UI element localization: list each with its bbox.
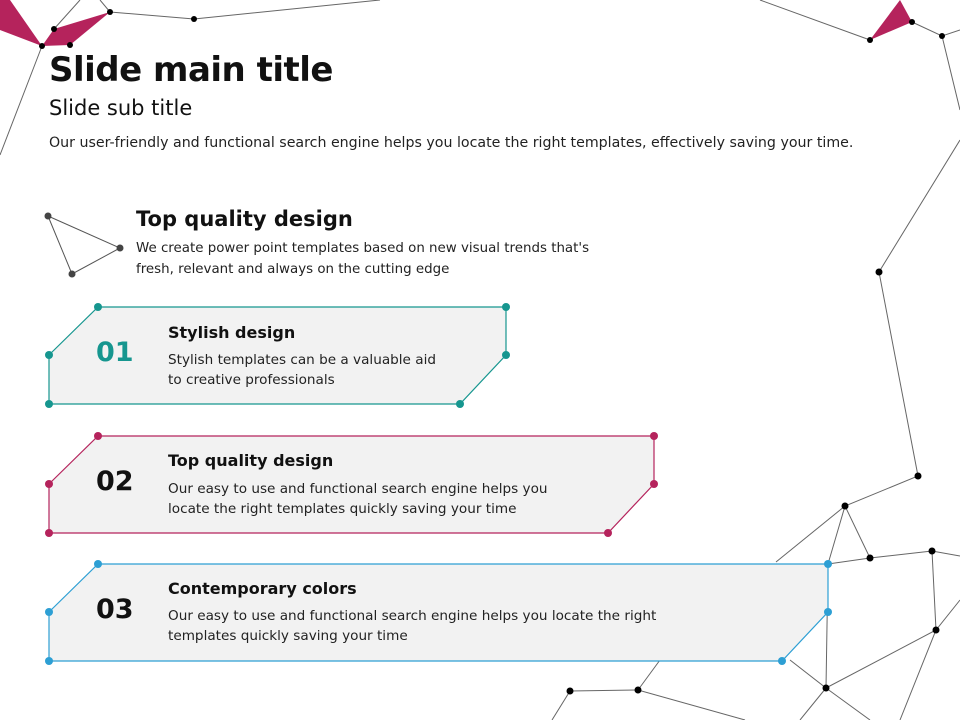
slide-description: Our user-friendly and functional search …: [49, 135, 854, 151]
card-node-dot: [502, 303, 510, 311]
slide-subtitle: Slide sub title: [49, 96, 193, 120]
card-2-title: Top quality design: [168, 451, 334, 470]
card-node-dot: [778, 657, 786, 665]
card-3-text: Our easy to use and functional search en…: [168, 608, 657, 644]
triangle-icon: [44, 212, 124, 278]
card-3-title: Contemporary colors: [168, 579, 357, 598]
card-node-dot: [824, 560, 832, 568]
card-node-dot: [45, 608, 53, 616]
card-1-title: Stylish design: [168, 323, 296, 342]
card-node-dot: [650, 432, 658, 440]
card-node-dot: [604, 529, 612, 537]
card-node-dot: [45, 657, 53, 665]
card-node-dot: [456, 400, 464, 408]
card-node-dot: [45, 480, 53, 488]
card-3-number: 03: [96, 594, 134, 625]
card-node-dot: [45, 400, 53, 408]
highlight-text: We create power point templates based on…: [136, 241, 590, 277]
card-node-dot: [94, 303, 102, 311]
card-node-dot: [650, 480, 658, 488]
card-1-number: 01: [96, 337, 134, 368]
card-node-dot: [824, 608, 832, 616]
card-2-number: 02: [96, 466, 134, 497]
card-node-dot: [94, 560, 102, 568]
highlight-title: Top quality design: [136, 207, 353, 231]
card-node-dot: [45, 351, 53, 359]
card-2-text: Our easy to use and functional search en…: [168, 481, 548, 517]
card-1-text: Stylish templates can be a valuable aid …: [168, 352, 436, 388]
card-node-dot: [45, 529, 53, 537]
card-node-dot: [502, 351, 510, 359]
slide-title: Slide main title: [49, 50, 333, 90]
card-node-dot: [94, 432, 102, 440]
